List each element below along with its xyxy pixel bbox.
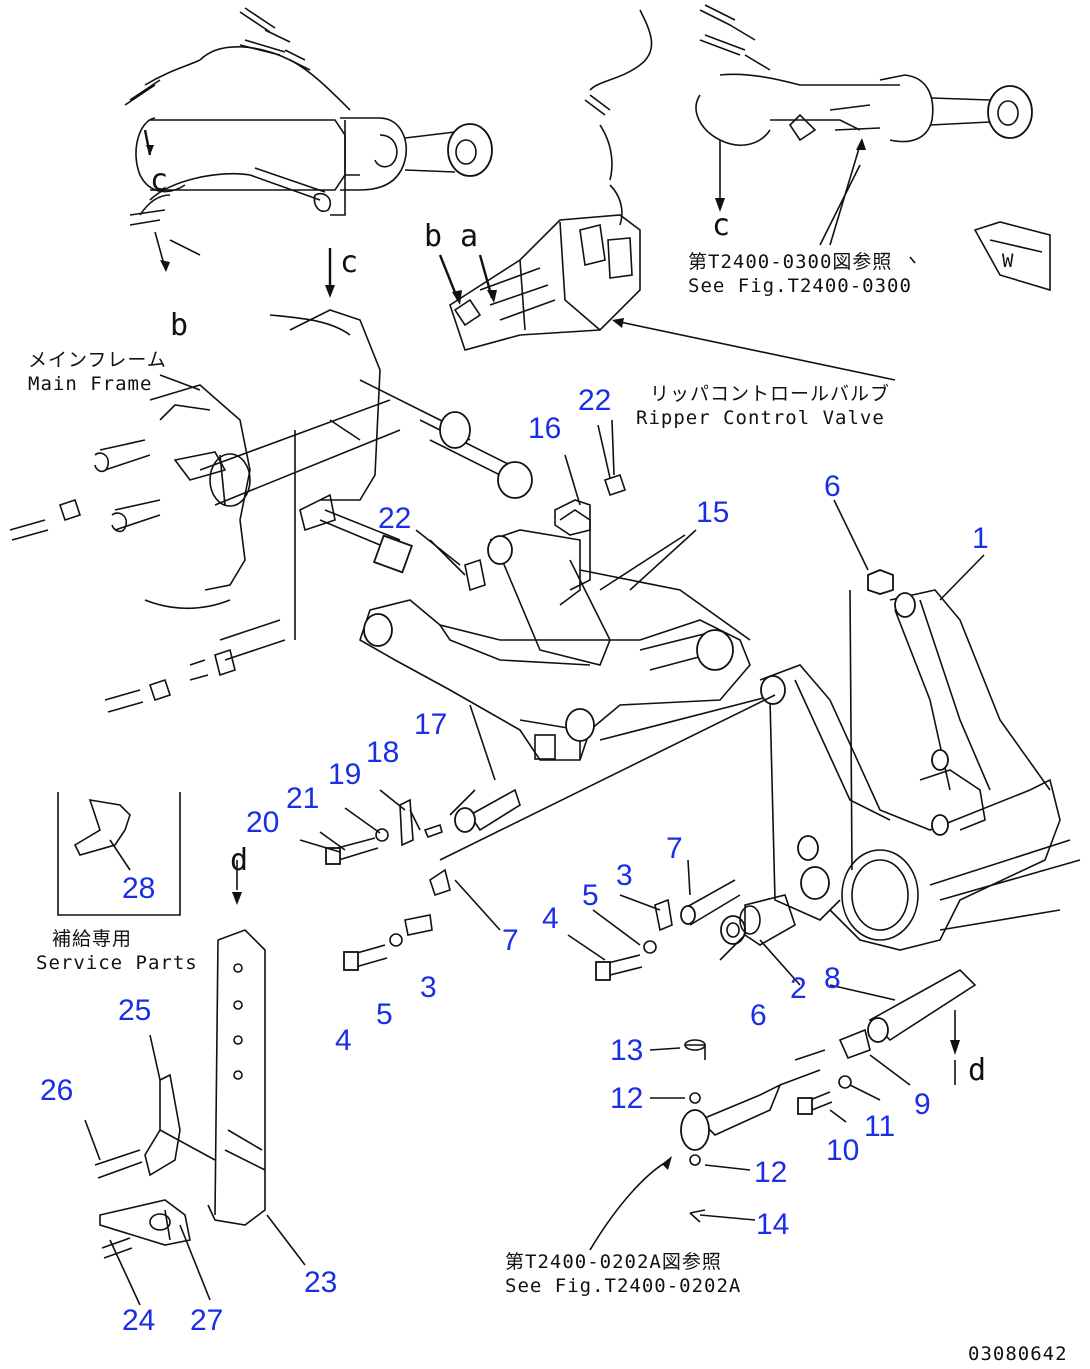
part-number-13: 13 <box>610 1034 643 1067</box>
shank-holder <box>759 569 1081 951</box>
part-number-10: 10 <box>826 1134 859 1167</box>
ripper-shank <box>84 860 306 1306</box>
view-w-marker <box>973 221 1051 292</box>
part-number-3: 3 <box>616 859 633 892</box>
part-number-4: 4 <box>542 902 559 935</box>
part-number-18: 18 <box>366 736 399 769</box>
part-number-19: 19 <box>328 758 361 791</box>
ref-letter-b: b <box>170 308 188 343</box>
ripper-control-valve <box>438 214 896 381</box>
part-number-7: 7 <box>502 924 519 957</box>
part-number-1: 1 <box>972 522 989 555</box>
ref-letter-d: d <box>968 1053 986 1088</box>
ref-bottom-label-jp: 第T2400-0202A図参照 <box>505 1251 722 1273</box>
service-parts-box <box>57 792 181 916</box>
text-callouts: メインフレーム Main Frame リッパコントロールバルブ Ripper C… <box>28 250 1068 1365</box>
ref-letter-c: c <box>712 208 730 243</box>
part-number-6: 6 <box>750 999 767 1032</box>
part-number-22: 22 <box>378 502 411 535</box>
pins-hardware <box>299 419 977 1251</box>
figure-code: 03080642 <box>968 1343 1068 1365</box>
ref-letter-d: d <box>230 843 248 878</box>
part-number-7: 7 <box>666 832 683 865</box>
part-number-12: 12 <box>610 1082 643 1115</box>
part-number-27: 27 <box>190 1304 223 1337</box>
control-valve-label-en: Ripper Control Valve <box>636 407 885 429</box>
ref-letter-a: a <box>460 219 478 254</box>
part-number-16: 16 <box>528 412 561 445</box>
part-number-6: 6 <box>824 470 841 503</box>
part-number-23: 23 <box>304 1266 337 1299</box>
part-number-28: 28 <box>122 872 155 905</box>
part-number-17: 17 <box>414 708 447 741</box>
service-parts-label-en: Service Parts <box>36 952 198 974</box>
part-number-22: 22 <box>578 384 611 417</box>
control-valve-label-jp: リッパコントロールバルブ <box>650 382 890 405</box>
part-number-25: 25 <box>118 994 151 1027</box>
part-number-5: 5 <box>376 998 393 1031</box>
part-number-15: 15 <box>696 496 729 529</box>
part-number-3: 3 <box>420 971 437 1004</box>
ref-top-label-en: See Fig.T2400-0300 <box>688 275 912 297</box>
service-parts-label-jp: 補給専用 <box>52 928 132 950</box>
callout-leaders <box>159 164 985 1221</box>
part-number-20: 20 <box>246 806 279 839</box>
ref-top-label-jp: 第T2400-0300図参照 <box>688 251 892 273</box>
ref-letter-c: c <box>150 163 168 198</box>
main-frame <box>9 309 533 713</box>
view-w-letter: W <box>1002 250 1014 272</box>
main-frame-label-jp: メインフレーム <box>28 349 167 371</box>
part-number-11: 11 <box>864 1110 895 1143</box>
part-number-14: 14 <box>756 1208 789 1241</box>
ripper-beam <box>359 509 776 761</box>
part-number-8: 8 <box>824 962 841 995</box>
right-tilt-cylinder-assembly <box>584 4 1033 246</box>
part-number-12: 12 <box>754 1156 787 1189</box>
reference-letters: c c c b b a d d <box>150 163 986 1088</box>
ref-bottom-label-en: See Fig.T2400-0202A <box>505 1275 741 1297</box>
part-number-5: 5 <box>582 879 599 912</box>
ref-letter-c: c <box>340 245 358 280</box>
part-number-labels: 1 2 3 3 4 4 5 5 6 6 7 7 8 9 10 11 12 12 … <box>40 384 989 1337</box>
part-number-9: 9 <box>914 1088 931 1121</box>
part-number-2: 2 <box>790 972 807 1005</box>
part-number-21: 21 <box>286 782 319 815</box>
ref-letter-b: b <box>424 219 442 254</box>
left-tilt-cylinder-assembly <box>124 7 493 272</box>
part-number-24: 24 <box>122 1304 155 1337</box>
main-frame-label-en: Main Frame <box>28 373 152 395</box>
part-number-26: 26 <box>40 1074 73 1107</box>
part-number-4: 4 <box>335 1024 352 1057</box>
